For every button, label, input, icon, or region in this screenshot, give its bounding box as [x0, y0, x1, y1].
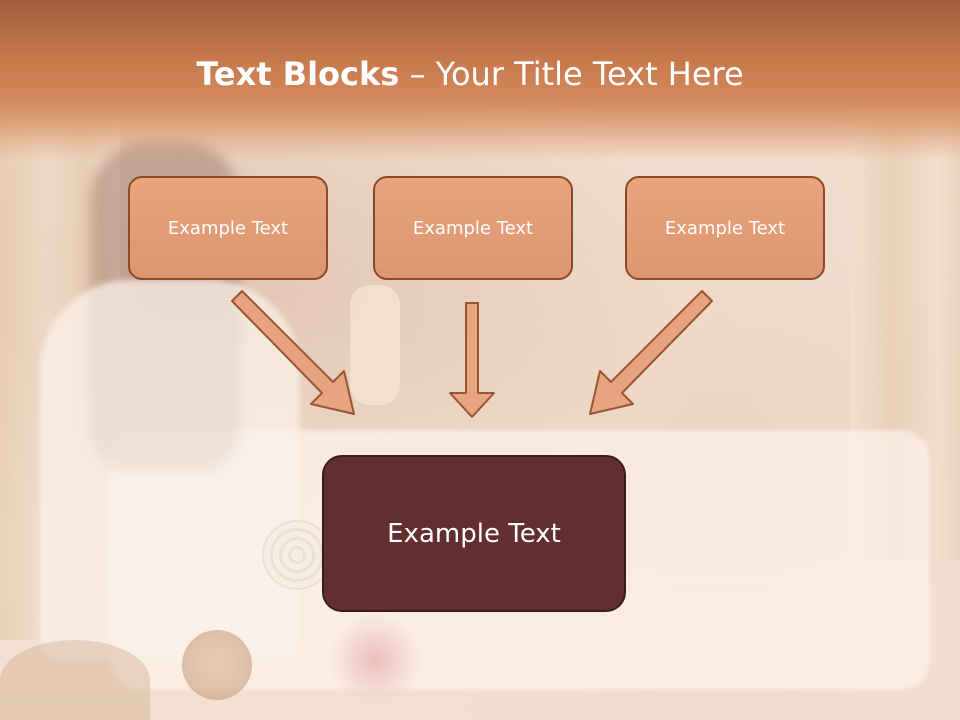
text-block-3-label: Example Text: [664, 217, 786, 239]
text-block-2-label: Example Text: [412, 217, 534, 239]
text-block-2[interactable]: Example Text: [373, 176, 573, 280]
title-regular-text: Your Title Text Here: [435, 55, 744, 93]
text-block-1[interactable]: Example Text: [128, 176, 328, 280]
header-band: [0, 0, 960, 160]
text-block-3[interactable]: Example Text: [625, 176, 825, 280]
title-bold-text: Text Blocks: [196, 55, 400, 93]
result-block[interactable]: Example Text: [322, 455, 626, 612]
result-block-label: Example Text: [387, 518, 561, 549]
title-separator: –: [399, 55, 436, 93]
text-block-1-label: Example Text: [167, 217, 289, 239]
slide-title[interactable]: Text Blocks – Your Title Text Here: [0, 52, 940, 96]
